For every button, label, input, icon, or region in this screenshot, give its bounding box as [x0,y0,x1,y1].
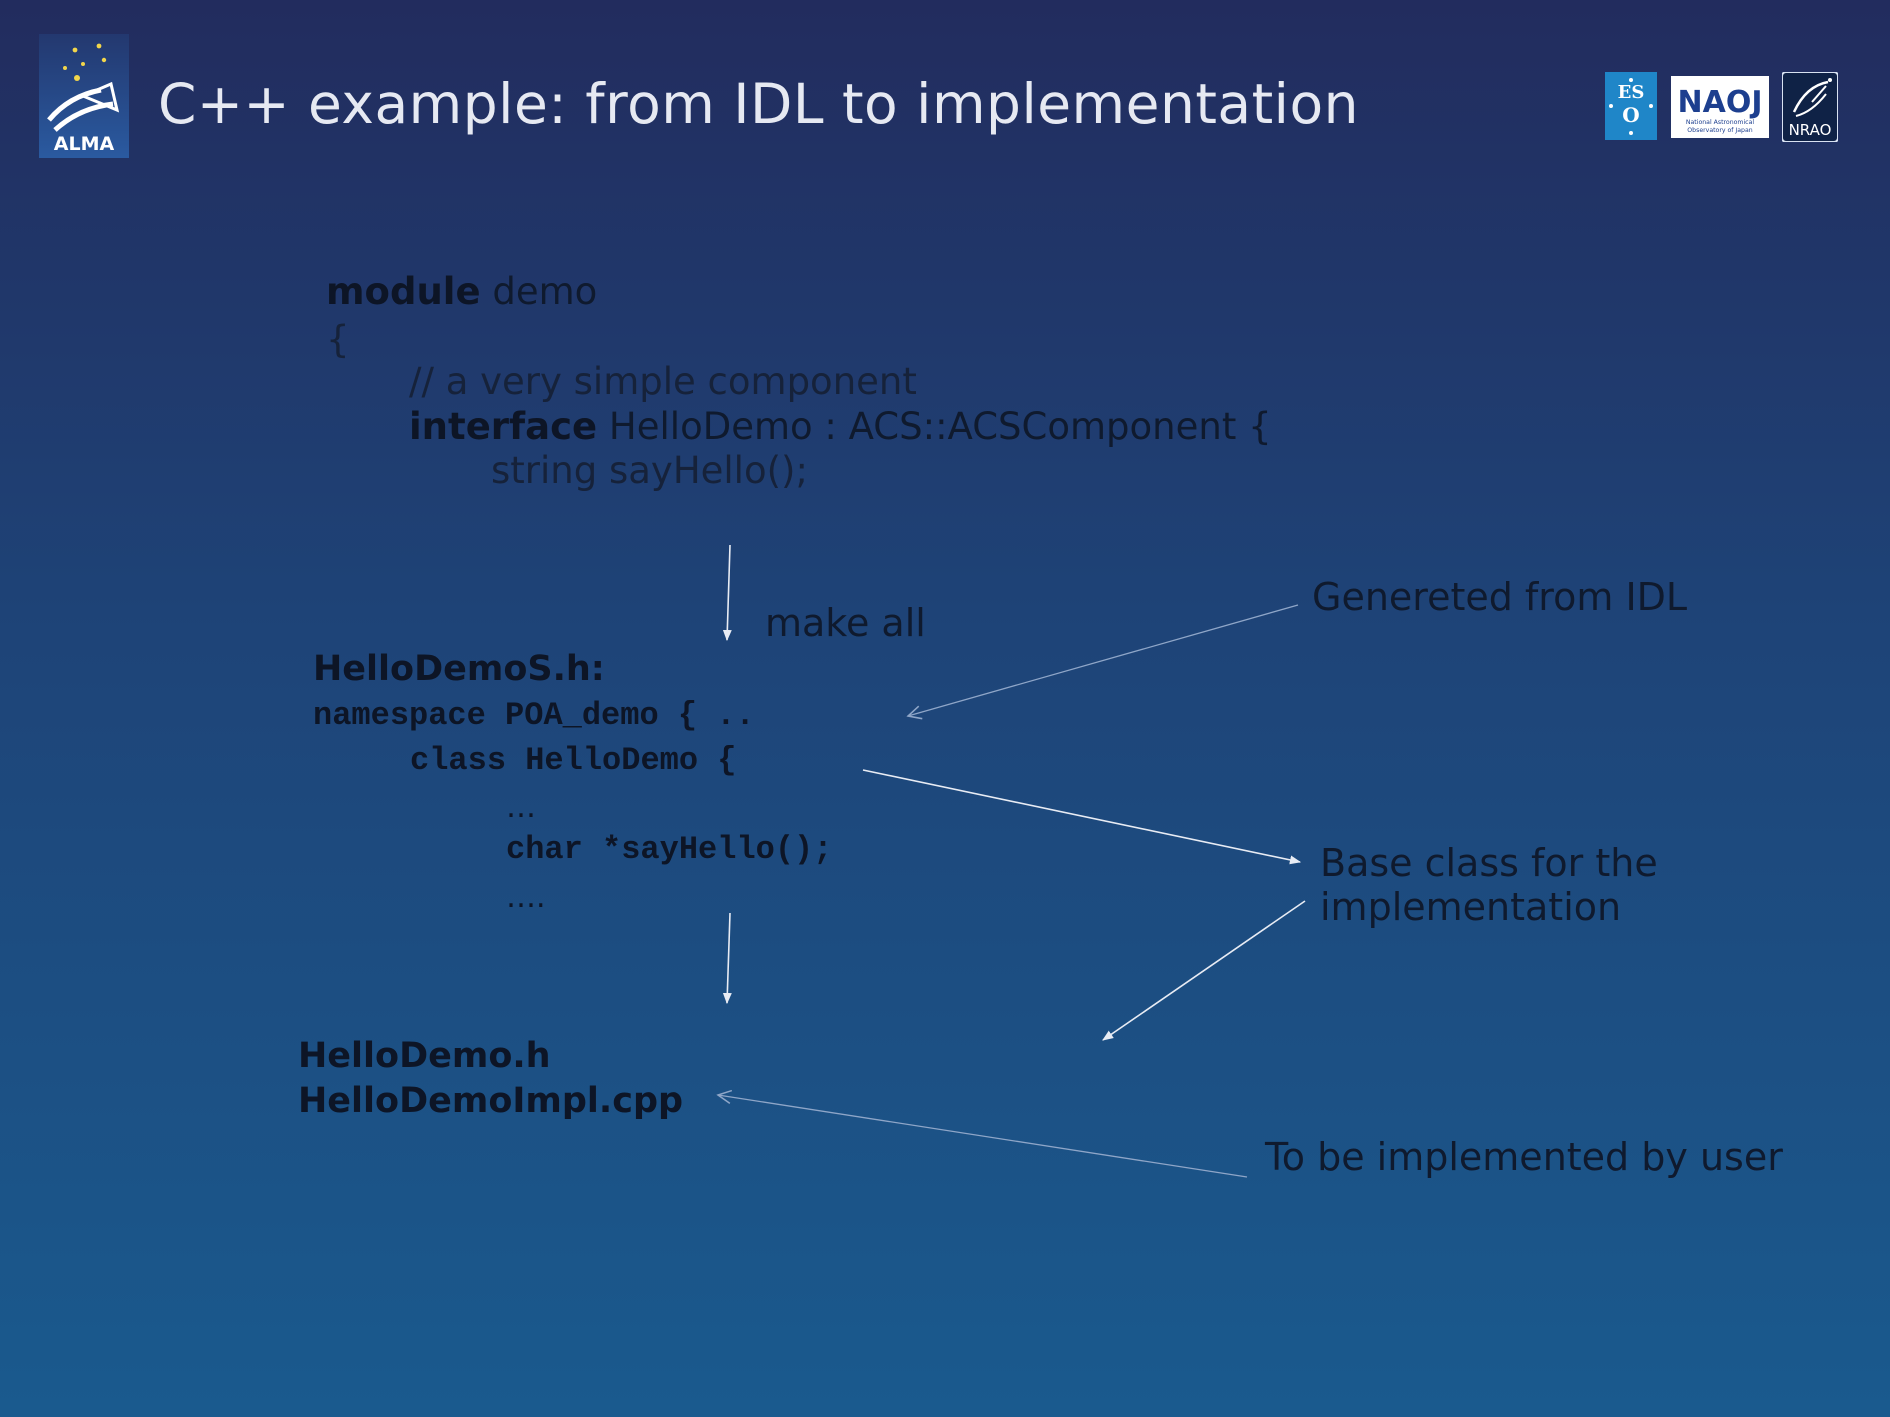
base-class-pointer-from-class [862,769,1302,865]
svg-text:Observatory of Japan: Observatory of Japan [1687,127,1752,134]
slide-title: C++ example: from IDL to implementation [158,72,1359,136]
alma-logo-text: ALMA [54,133,115,155]
generated-namespace-line: namespace POA_demo { .. [313,697,755,734]
module-name: demo [480,270,598,313]
generated-ellipsis-2: …. [506,880,546,915]
impl-cpp-file: HelloDemoImpl.cpp [298,1081,684,1121]
svg-text:ES: ES [1618,82,1645,103]
keyword-interface: interface [409,405,598,448]
idl-method: string sayHello(); [491,449,808,492]
generated-class-line: class HelloDemo { [410,742,737,779]
make-all-arrow [722,544,732,642]
generated-filename: HelloDemoS.h: [313,649,605,689]
eso-logo: ES O [1605,72,1657,140]
skeleton-to-impl-arrow [722,912,732,1005]
svg-text:O: O [1622,103,1639,127]
base-class-pointer-to-impl [1102,900,1306,1041]
to-be-implemented-label: To be implemented by user [1265,1135,1783,1179]
make-all-label: make all [765,601,926,645]
nrao-logo: NRAO [1781,71,1839,143]
base-class-label-line1: Base class for the [1320,841,1658,885]
generated-method-line: char *sayHello(); [506,831,833,868]
idl-comment: // a very simple component [409,360,917,403]
base-class-label-line2: implementation [1320,885,1622,929]
interface-declaration: HelloDemo : ACS::ACSComponent { [597,405,1272,448]
impl-header-file: HelloDemo.h [298,1036,551,1076]
svg-text:National Astronomical: National Astronomical [1686,119,1754,126]
generated-ellipsis-1: … [506,790,536,825]
svg-text:NRAO: NRAO [1789,121,1832,139]
to-be-implemented-pointer [718,1095,1248,1178]
idl-line-interface: interface HelloDemo : ACS::ACSComponent … [409,405,1272,448]
keyword-module: module [326,270,481,313]
generated-from-idl-label: Genereted from IDL [1312,575,1688,619]
idl-line-module: module demo [326,270,597,313]
svg-text:NAOJ: NAOJ [1678,85,1763,120]
alma-logo: ALMA [39,34,129,158]
idl-open-brace: { [326,318,350,361]
generated-from-idl-pointer [908,604,1299,716]
naoj-logo: NAOJ National Astronomical Observatory o… [1671,76,1769,138]
